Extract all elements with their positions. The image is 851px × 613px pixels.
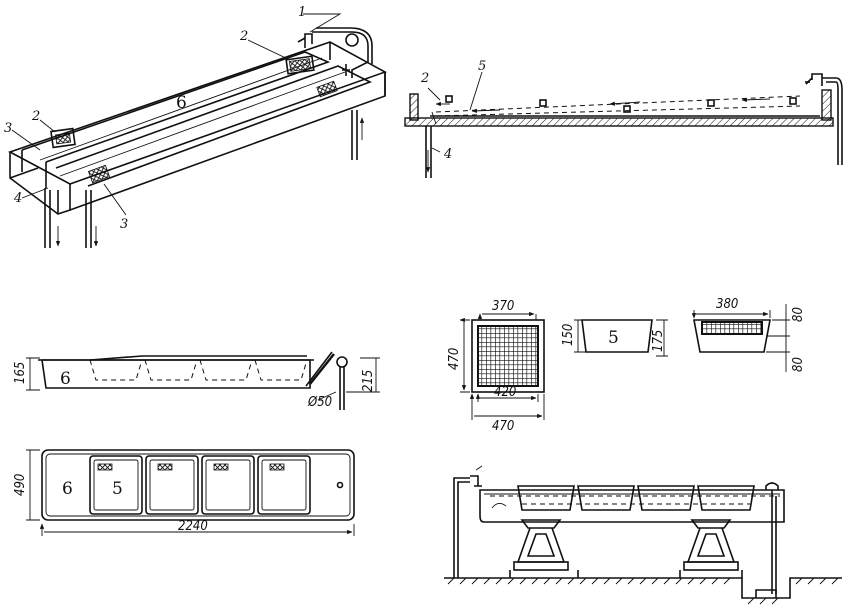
perspective-label-2-top: 2 — [239, 29, 248, 44]
box-label-5: 5 — [608, 328, 619, 348]
side-elevation: 165 215 Ø50 6 — [13, 352, 380, 410]
plan-dim-2240: 2240 — [178, 519, 208, 534]
grid-detail: 370 470 420 470 — [447, 299, 544, 434]
tray-dim-380: 380 — [716, 297, 738, 312]
side-label-6: 6 — [60, 369, 71, 389]
box-dim-150: 150 — [561, 324, 576, 346]
side-dim-165: 165 — [13, 362, 28, 384]
box-dim-175: 175 — [651, 330, 666, 352]
grid-dim-370: 370 — [492, 299, 514, 314]
grid-dim-470-bottom: 470 — [492, 419, 514, 434]
plan-dim-490: 490 — [13, 474, 28, 496]
perspective-label-4: 4 — [13, 191, 22, 206]
perspective-label-3-bottom: 3 — [120, 217, 128, 232]
tray-dim-80-bottom: 80 — [791, 357, 806, 372]
box-detail: 150 175 5 — [561, 320, 668, 356]
perspective-label-1: 1 — [298, 5, 306, 20]
section-label-4: 4 — [443, 147, 452, 162]
grid-dim-470-side: 470 — [447, 348, 462, 370]
perspective-label-3-left: 3 — [4, 121, 12, 136]
section-label-5: 5 — [478, 59, 486, 74]
assembly-view — [444, 466, 842, 604]
perspective-label-2-left: 2 — [31, 109, 40, 124]
perspective-view: 1 2 2 3 3 4 6 — [4, 5, 385, 248]
side-dim-215: 215 — [361, 370, 376, 392]
section-view: 2 5 4 — [405, 59, 842, 178]
side-dim-d50: Ø50 — [307, 395, 332, 410]
tray-detail: 380 80 80 — [694, 297, 806, 372]
grid-dim-420: 420 — [494, 385, 516, 400]
plan-label-5: 5 — [112, 479, 123, 499]
perspective-label-6: 6 — [176, 93, 187, 113]
tray-dim-80-top: 80 — [791, 307, 806, 322]
plan-label-6: 6 — [62, 479, 73, 499]
section-label-2: 2 — [420, 71, 429, 86]
plan-view: 490 2240 6 5 — [13, 450, 354, 536]
